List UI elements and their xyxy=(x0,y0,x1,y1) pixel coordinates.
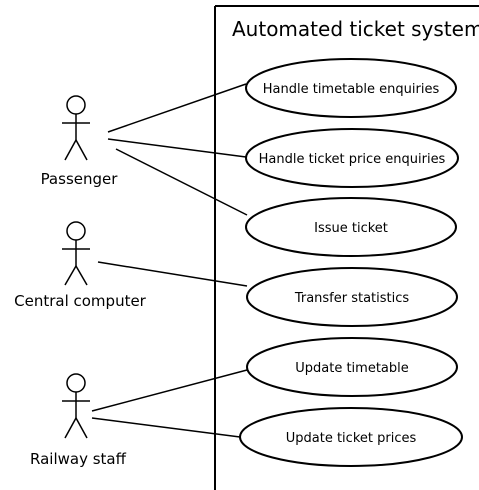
actor-right-leg xyxy=(75,265,88,286)
use-case-label: Issue ticket xyxy=(314,221,388,236)
use-case-ellipse xyxy=(239,407,463,467)
actor-head xyxy=(66,95,86,115)
association-passenger-issue-ticket xyxy=(115,148,248,216)
actor-label-passenger: Passenger xyxy=(41,170,119,188)
association-staff-update-prices xyxy=(91,417,241,438)
use-case-label: Handle timetable enquiries xyxy=(263,82,440,97)
use-case-label: Handle ticket price enquiries xyxy=(259,152,446,167)
use-case-ellipse xyxy=(246,337,458,397)
actor-right-leg xyxy=(75,139,88,161)
use-case-ellipse xyxy=(245,58,457,118)
use-case-ellipse xyxy=(246,267,458,327)
use-case-update-timetable: Update timetable xyxy=(246,337,458,397)
use-case-ellipse xyxy=(245,197,457,257)
system-boundary: Automated ticket system xyxy=(214,5,479,490)
actor-central-computer xyxy=(62,221,90,286)
actor-label-central-computer: Central computer xyxy=(14,292,147,310)
system-title: Automated ticket system xyxy=(232,17,479,41)
use-case-issue-ticket: Issue ticket xyxy=(245,197,457,257)
associations xyxy=(91,83,248,438)
use-case-label: Update ticket prices xyxy=(286,431,417,446)
use-case-ellipse xyxy=(245,128,459,188)
actor-passenger xyxy=(62,95,90,161)
actor-left-leg xyxy=(64,417,77,439)
association-passenger-price-enquiries xyxy=(107,138,247,158)
use-case-update-ticket-prices: Update ticket prices xyxy=(239,407,463,467)
use-case-label: Update timetable xyxy=(295,361,409,376)
use-case-transfer-statistics: Transfer statistics xyxy=(246,267,458,327)
actor-head xyxy=(66,221,86,241)
association-staff-update-timetable xyxy=(91,369,248,412)
association-passenger-timetable-enquiries xyxy=(107,83,247,133)
use-case-label: Transfer statistics xyxy=(294,291,410,306)
actor-left-leg xyxy=(64,139,77,161)
actor-right-leg xyxy=(75,417,88,439)
actor-railway-staff xyxy=(62,373,90,439)
use-case-handle-ticket-price-enquiries: Handle ticket price enquiries xyxy=(245,128,459,188)
actor-left-leg xyxy=(64,265,77,286)
association-central-transfer-statistics xyxy=(97,261,248,287)
actor-head xyxy=(66,373,86,393)
use-case-handle-timetable-enquiries: Handle timetable enquiries xyxy=(245,58,457,118)
actor-label-railway-staff: Railway staff xyxy=(30,450,127,468)
